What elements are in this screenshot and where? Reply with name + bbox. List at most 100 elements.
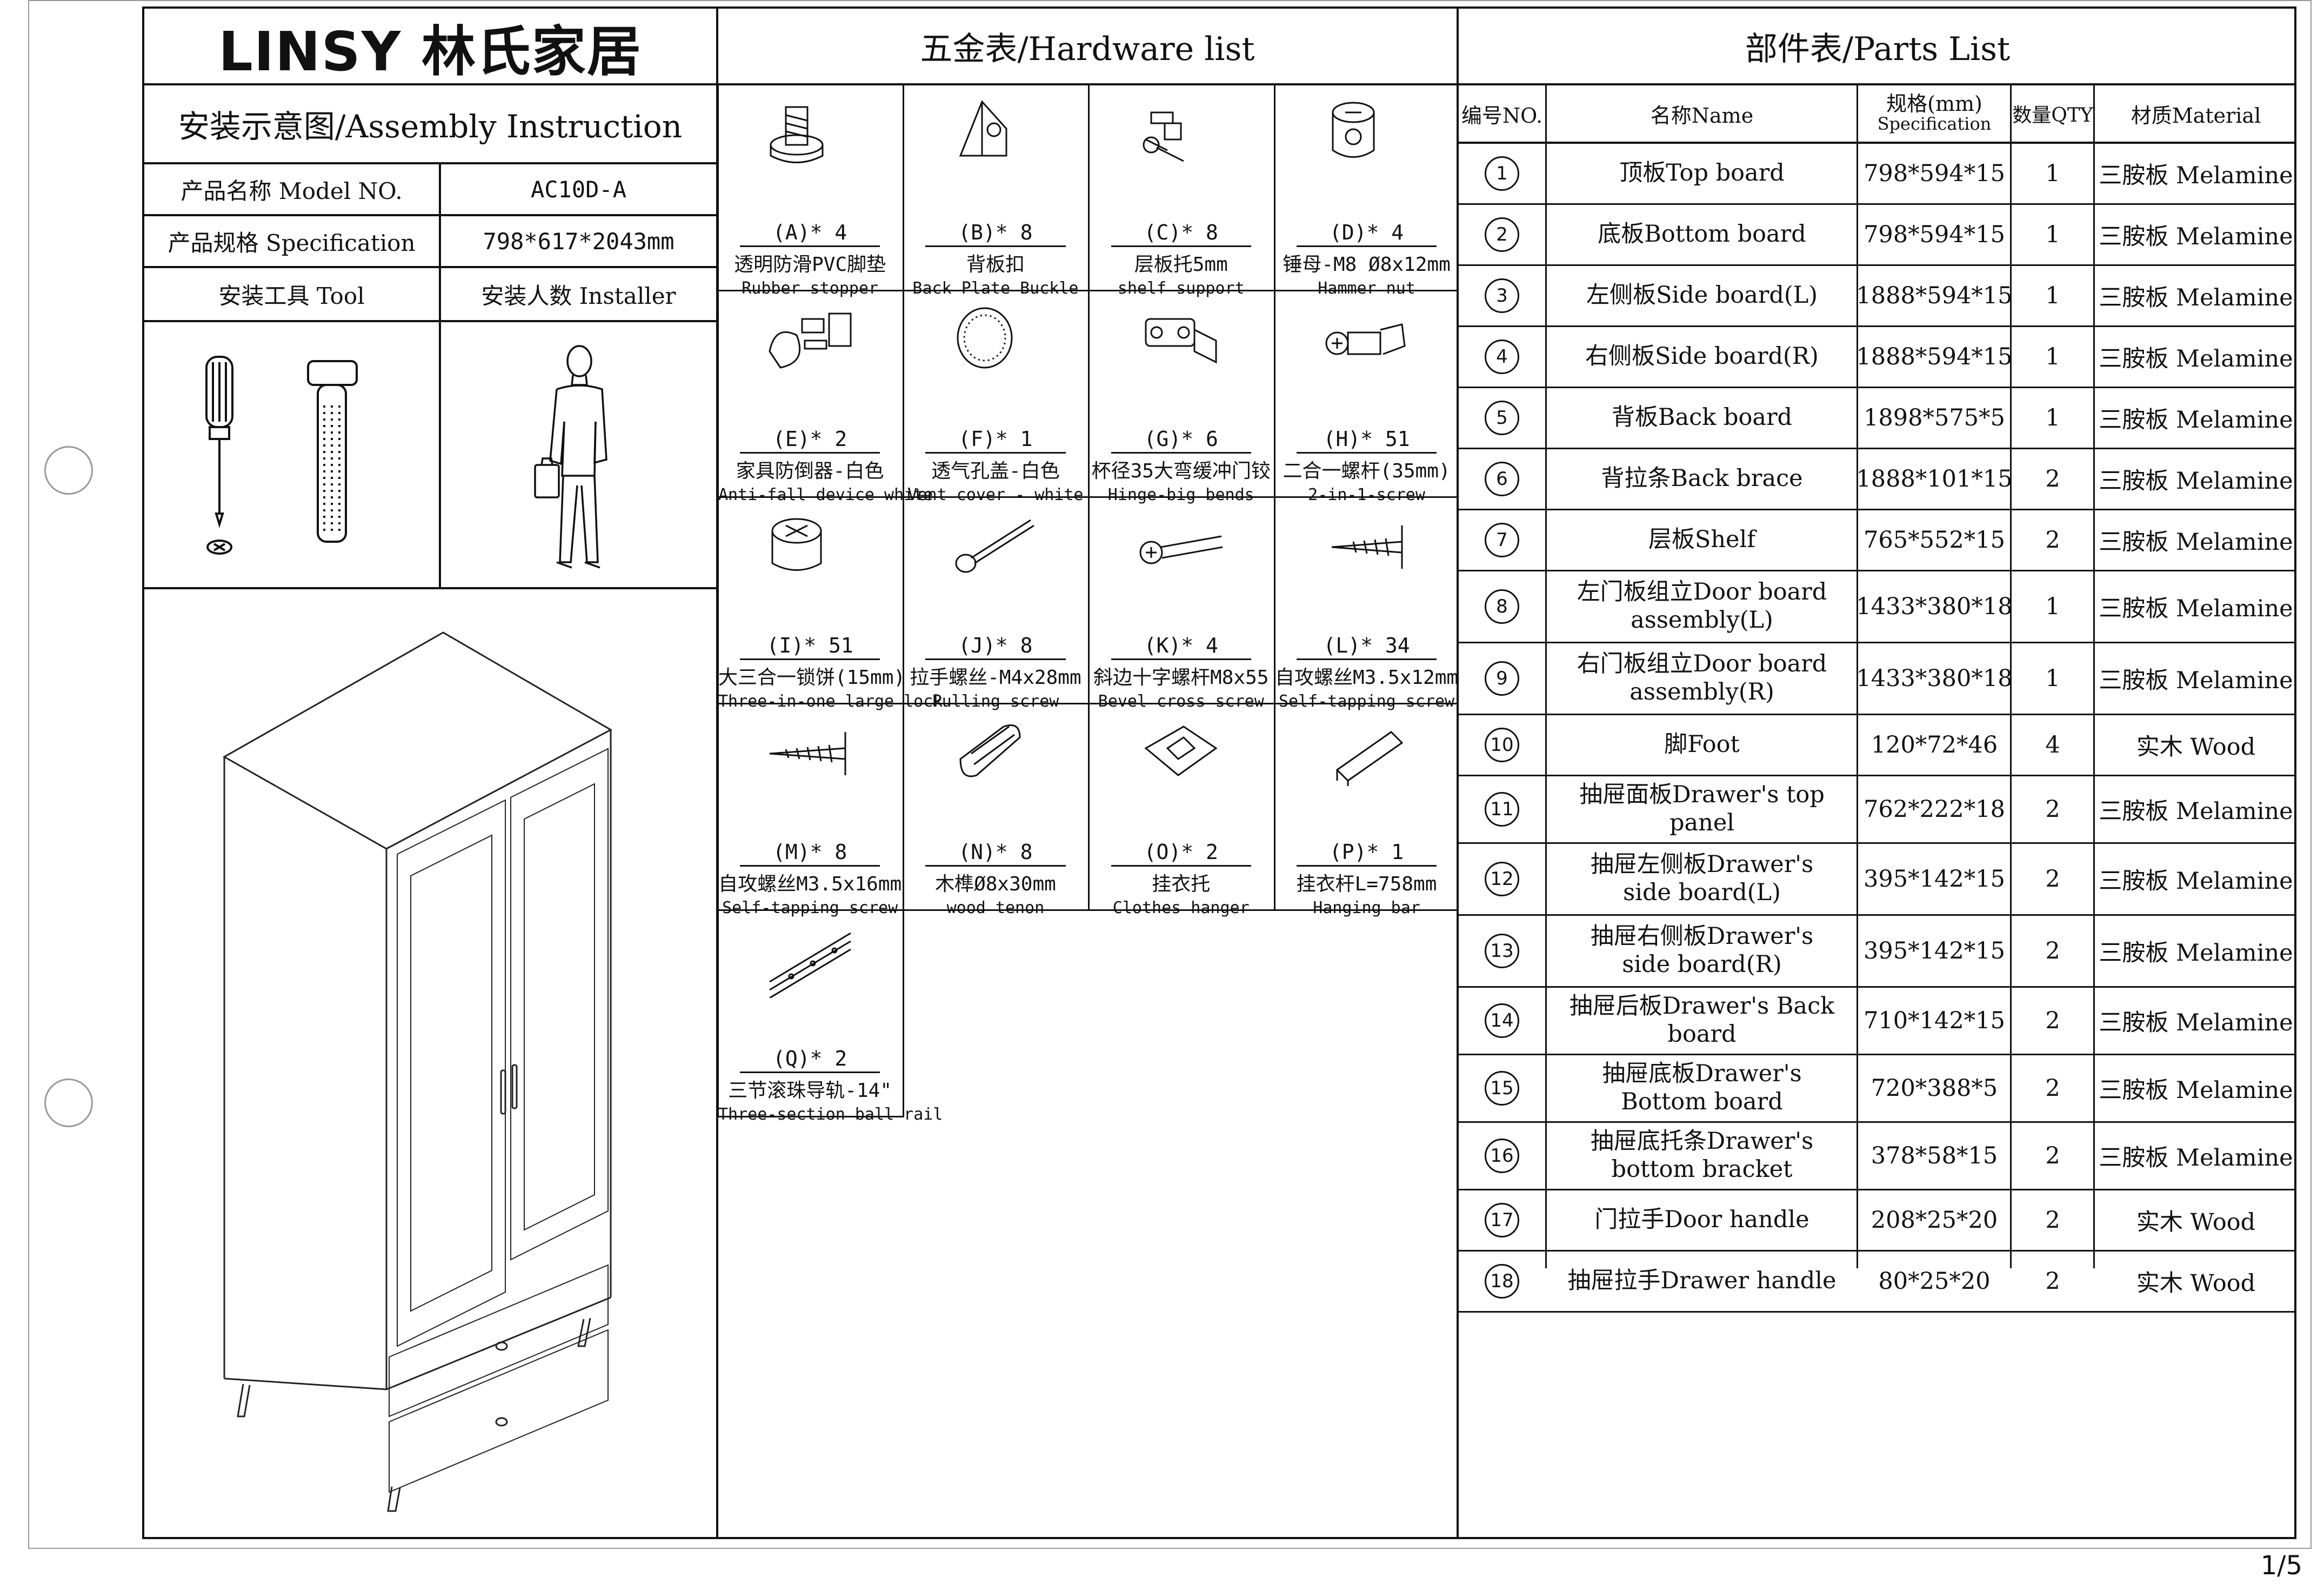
wood-dowel-icon bbox=[959, 724, 1021, 777]
part-qty: 2 bbox=[2045, 866, 2060, 893]
hardware-name-cn: 挂衣托 bbox=[1152, 873, 1211, 895]
part-qty: 2 bbox=[2045, 1142, 2060, 1169]
part-material: 三胺板 Melamine bbox=[2099, 407, 2293, 434]
part-number-badge: 8 bbox=[1485, 589, 1519, 624]
hardware-code: (J)* 8 bbox=[958, 634, 1033, 657]
hardware-name-en: Back Plate Buckle bbox=[912, 279, 1079, 298]
hardware-code: (B)* 8 bbox=[958, 221, 1033, 244]
hardware-name-cn: 自攻螺丝M3.5x12mm bbox=[1275, 667, 1459, 689]
part-no: 7 bbox=[1459, 510, 1545, 570]
part-material: 三胺板 Melamine bbox=[2099, 1009, 2293, 1036]
hardware-name-en: Self-tapping screw bbox=[722, 899, 898, 917]
part-no: 11 bbox=[1459, 776, 1545, 842]
bevel-cross-screw-icon bbox=[1139, 535, 1223, 564]
vent-cover-icon bbox=[957, 307, 1013, 369]
hanging-bar-icon bbox=[1335, 731, 1403, 786]
part-number-badge: 2 bbox=[1485, 217, 1519, 252]
part-material: 实木 Wood bbox=[2136, 1270, 2256, 1297]
part-qty: 1 bbox=[2045, 593, 2060, 620]
part-name: 抽屉底板Drawer's Bottom board bbox=[1602, 1060, 1802, 1115]
part-name: 背拉条Back brace bbox=[1601, 465, 1803, 492]
hardware-code: (H)* 51 bbox=[1323, 427, 1410, 451]
part-name: 脚Foot bbox=[1664, 731, 1740, 758]
hardware-name-cn: 拉手螺丝-M4x28mm bbox=[910, 667, 1081, 689]
part-number-badge: 6 bbox=[1485, 462, 1519, 496]
anti-fall-device-icon bbox=[769, 312, 852, 369]
hardware-code: (O)* 2 bbox=[1144, 840, 1218, 864]
spec-value: 798*617*2043mm bbox=[483, 228, 675, 255]
part-material: 三胺板 Melamine bbox=[2099, 529, 2293, 556]
part-spec: 1433*380*18 bbox=[1859, 665, 2010, 692]
part-no: 18 bbox=[1459, 1252, 1545, 1311]
part-no: 13 bbox=[1459, 916, 1545, 986]
assembly-title: 安装示意图/Assembly Instruction bbox=[178, 108, 683, 145]
part-name: 抽屉面板Drawer's top panel bbox=[1579, 781, 1825, 836]
part-material: 三胺板 Melamine bbox=[2099, 798, 2293, 825]
hardware-name-en: Hinge-big bends bbox=[1107, 485, 1254, 504]
part-name: 抽屉后板Drawer's Back board bbox=[1569, 993, 1835, 1048]
part-number-badge: 18 bbox=[1485, 1264, 1519, 1299]
part-no: 14 bbox=[1459, 988, 1545, 1054]
part-qty: 2 bbox=[2045, 1207, 2060, 1234]
hardware-name-cn: 二合一螺杆(35mm) bbox=[1283, 460, 1451, 482]
part-qty: 2 bbox=[2045, 527, 2060, 554]
hardware-code: (A)* 4 bbox=[773, 221, 847, 244]
part-spec: 765*552*15 bbox=[1864, 527, 2005, 554]
header-spec: 规格(mm) Specification bbox=[1859, 85, 2010, 142]
tools-illustration bbox=[205, 356, 358, 555]
hardware-name-en: Rubber stopper bbox=[742, 279, 879, 298]
hardware-name-en: shelf support bbox=[1117, 279, 1245, 298]
hardware-name-en: Hanging bar bbox=[1313, 899, 1420, 917]
part-name: 左门板组立Door board assembly(L) bbox=[1577, 578, 1827, 634]
hardware-name-en: wood tenon bbox=[946, 899, 1045, 917]
hardware-code: (G)* 6 bbox=[1144, 427, 1218, 451]
hardware-name-en: Vent cover - white bbox=[907, 485, 1084, 504]
hardware-name-cn: 层板托5mm bbox=[1134, 254, 1228, 276]
hammer-nut-icon bbox=[1332, 102, 1375, 158]
part-number-badge: 12 bbox=[1485, 862, 1519, 896]
tool-label: 安装工具 Tool bbox=[218, 282, 365, 309]
header-material: 材质Material bbox=[2131, 103, 2261, 128]
part-no: 4 bbox=[1459, 327, 1545, 387]
part-material: 三胺板 Melamine bbox=[2099, 223, 2293, 250]
part-number-badge: 11 bbox=[1485, 792, 1519, 827]
hardware-name-cn: 背板扣 bbox=[966, 254, 1025, 276]
hardware-name-cn: 透气孔盖-白色 bbox=[931, 460, 1060, 482]
part-spec: 378*58*15 bbox=[1871, 1142, 1998, 1169]
header-spec-en: Specification bbox=[1877, 114, 1992, 135]
hardware-name-en: Self-tapping screw bbox=[1278, 692, 1455, 711]
brand-logo: LINSY 林氏家居 bbox=[218, 19, 642, 83]
hardware-name-en: Bevel cross screw bbox=[1098, 692, 1264, 711]
part-no: 10 bbox=[1459, 715, 1545, 775]
part-material: 三胺板 Melamine bbox=[2099, 468, 2293, 495]
hardware-name-en: Clothes hanger bbox=[1112, 899, 1250, 917]
binder-hole-bottom bbox=[44, 1079, 93, 1127]
part-qty: 2 bbox=[2045, 796, 2060, 823]
part-qty: 1 bbox=[2045, 221, 2060, 248]
hardware-name-en: Three-section ball rail bbox=[718, 1105, 943, 1124]
part-name: 底板Bottom board bbox=[1598, 221, 1806, 248]
part-spec: 1888*594*15 bbox=[1859, 282, 2010, 309]
ball-rail-icon bbox=[769, 932, 851, 998]
part-no: 3 bbox=[1459, 266, 1545, 325]
part-name: 抽屉左侧板Drawer's side board(L) bbox=[1590, 851, 1814, 906]
model-value: AC10D-A bbox=[530, 176, 626, 203]
header-qty: 数量QTY bbox=[2012, 104, 2093, 127]
part-spec: 120*72*46 bbox=[1871, 731, 1998, 758]
hardware-title: 五金表/Hardware list bbox=[920, 30, 1255, 68]
part-spec: 208*25*20 bbox=[1871, 1207, 1998, 1234]
part-name: 门拉手Door handle bbox=[1594, 1206, 1809, 1234]
part-material: 三胺板 Melamine bbox=[2099, 868, 2293, 895]
hardware-name-cn: 杯径35大弯缓冲门铰 bbox=[1091, 460, 1271, 482]
self-tapping-screw-long-icon bbox=[769, 732, 846, 775]
hinge-icon bbox=[1145, 318, 1217, 364]
hardware-name-en: 2-in-1-screw bbox=[1308, 485, 1425, 504]
part-no: 12 bbox=[1459, 844, 1545, 914]
part-qty: 2 bbox=[2045, 465, 2060, 492]
part-material: 实木 Wood bbox=[2136, 1209, 2256, 1236]
hardware-code: (D)* 4 bbox=[1329, 221, 1404, 244]
part-qty: 2 bbox=[2045, 1075, 2060, 1102]
